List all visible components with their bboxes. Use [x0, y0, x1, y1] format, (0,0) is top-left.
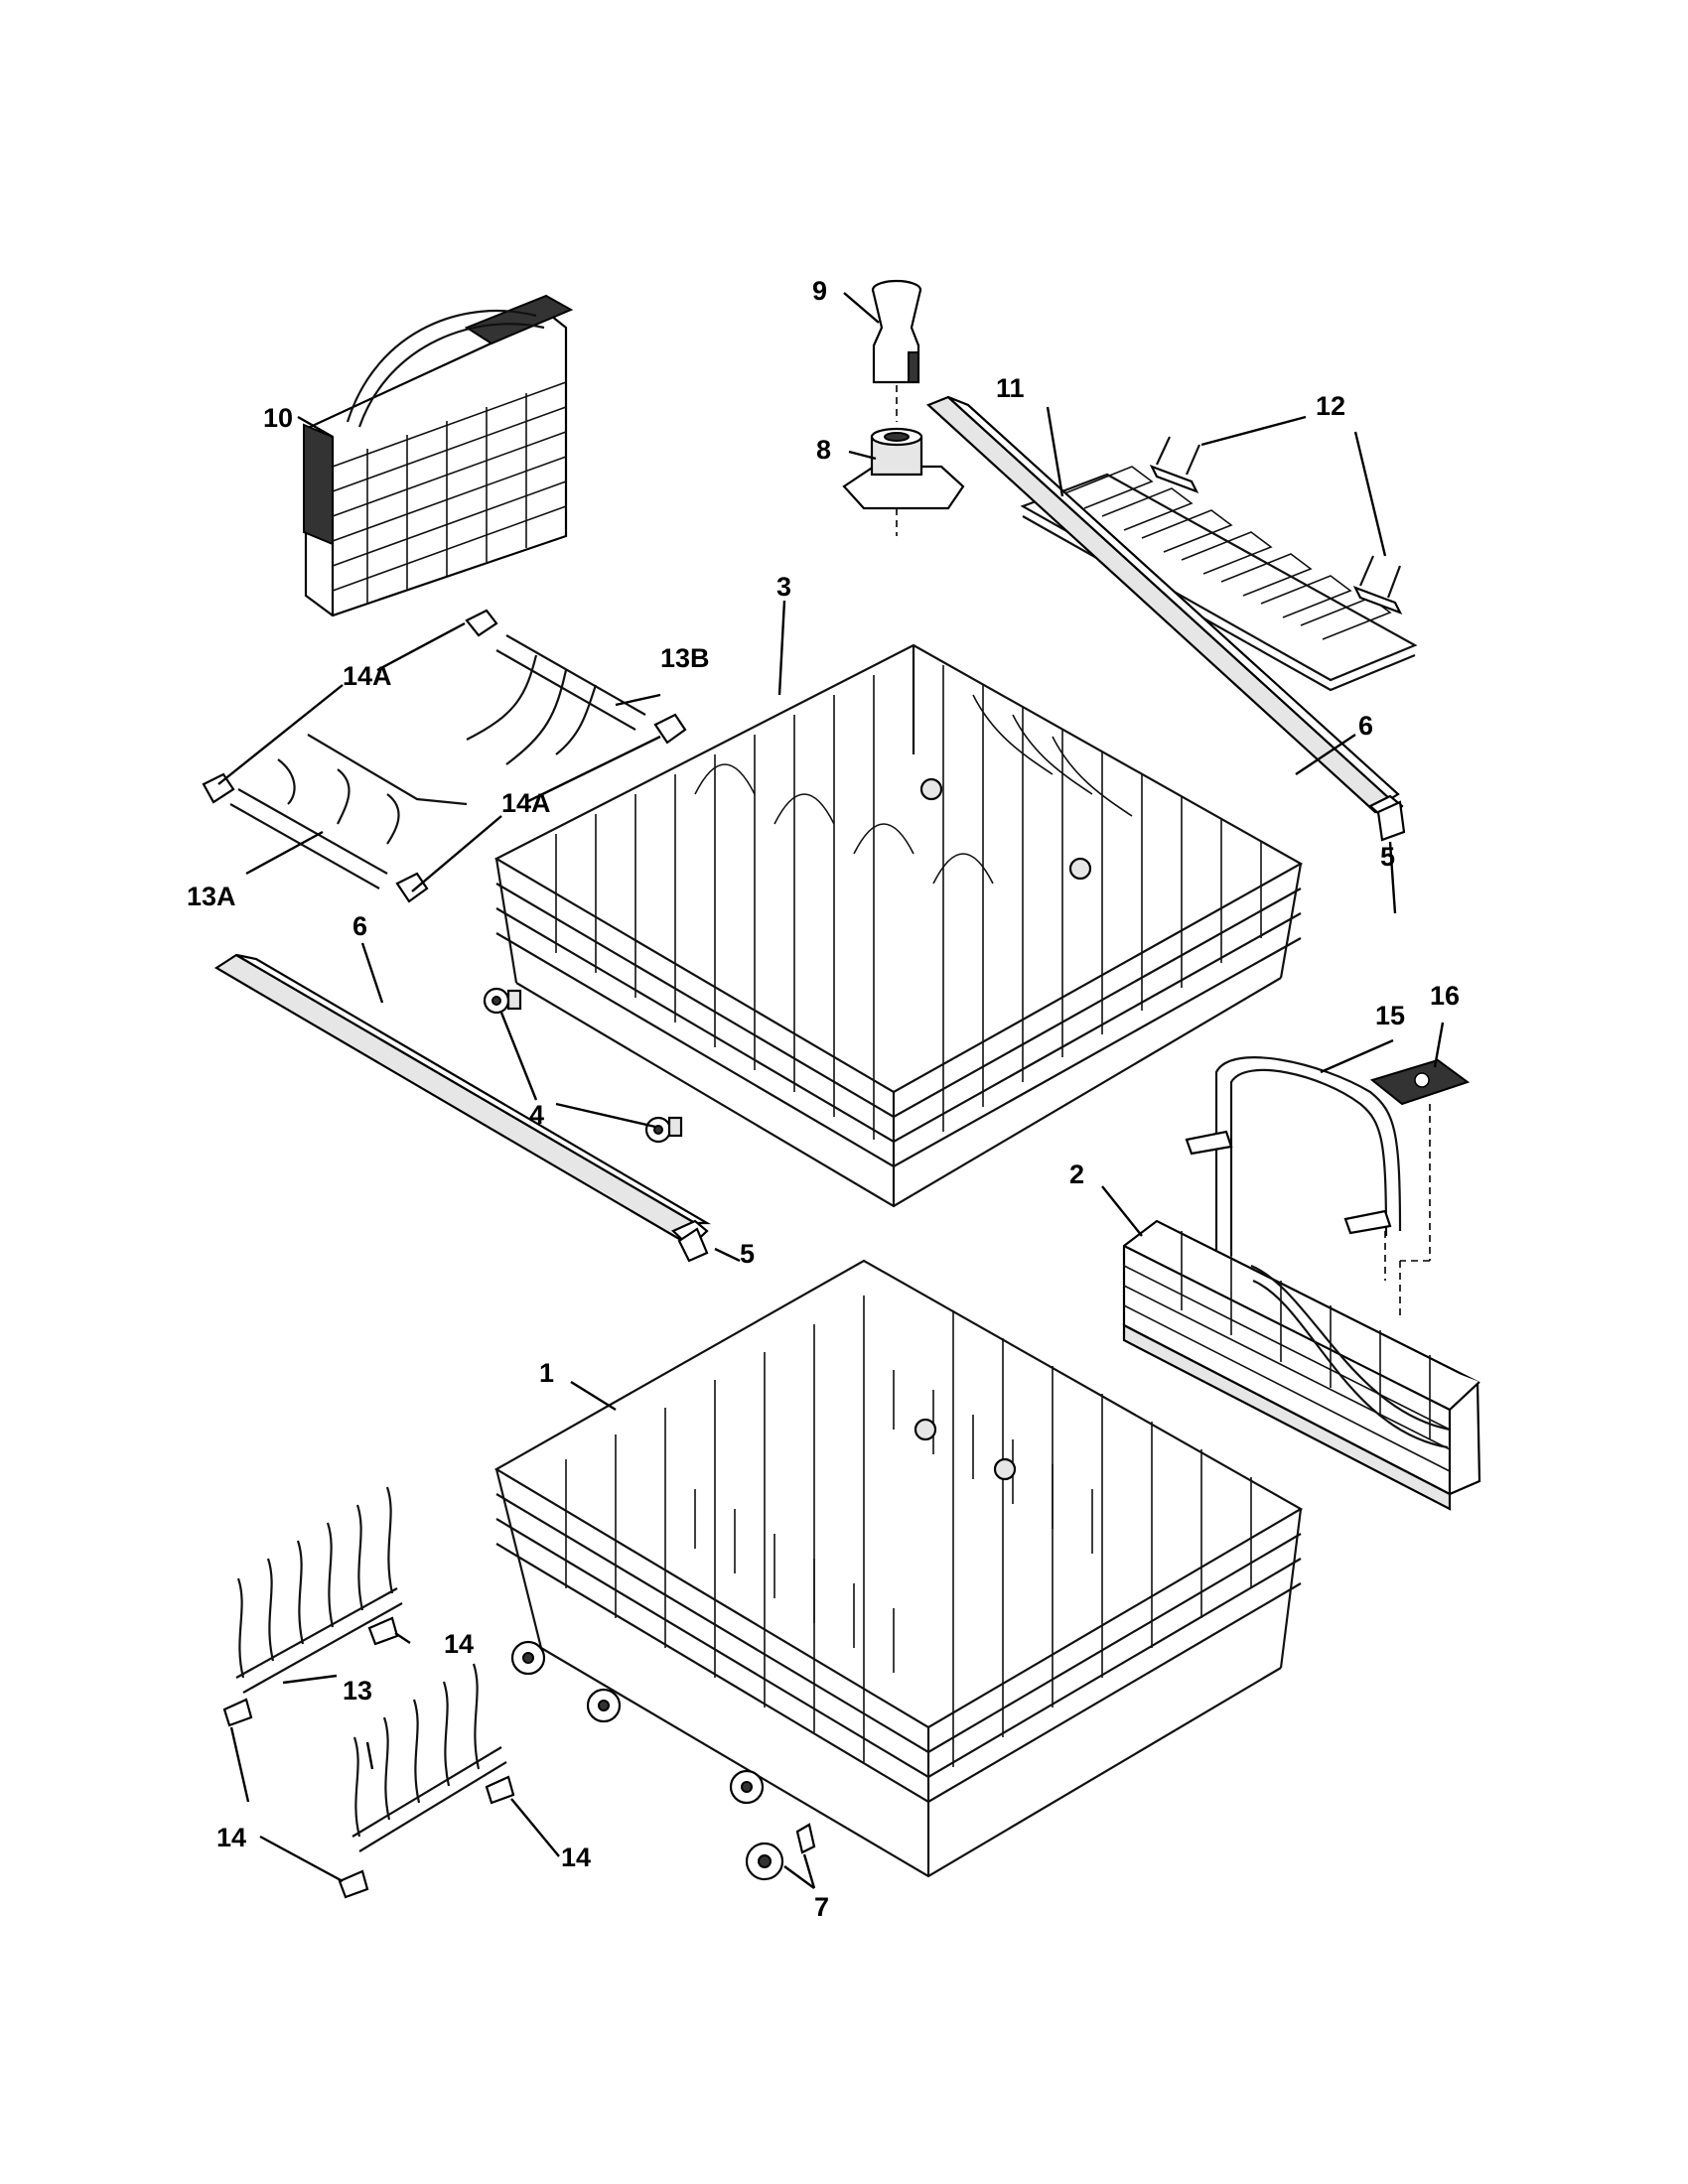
part-2-silverware-basket — [1122, 1219, 1481, 1511]
callout-1: 1 — [539, 1358, 554, 1388]
part-12-shelf-clip-b — [1352, 555, 1403, 615]
part-3-upper-rack — [493, 643, 1304, 1208]
part-8-manifold — [842, 427, 965, 510]
part-13-tine-row-a — [235, 1486, 403, 1694]
part-7-axle-clip — [795, 1823, 816, 1854]
callout-15: 15 — [1375, 1001, 1405, 1030]
part-5-end-cap-upper — [1376, 800, 1406, 842]
part-14a-clip-d — [395, 872, 429, 903]
callout-6-right: 6 — [1358, 711, 1373, 741]
lower-rack-wheel-a — [510, 1640, 546, 1676]
part-10-silverware-basket — [303, 294, 574, 617]
part-11-cup-shelf — [1020, 466, 1418, 692]
part-5-end-cap-lower — [677, 1227, 709, 1263]
part-13a-tine-rack — [229, 734, 468, 889]
part-14a-clip-c — [202, 772, 235, 804]
part-6-upper-rail-right — [925, 395, 1404, 824]
callout-2: 2 — [1069, 1160, 1084, 1189]
callout-7: 7 — [814, 1892, 829, 1922]
part-4-rack-wheel-a — [483, 987, 522, 1015]
part-4-rack-wheel-b — [644, 1116, 683, 1144]
part-9-nozzle — [871, 279, 922, 384]
callout-14-top: 14 — [444, 1629, 474, 1659]
part-12-shelf-clip-a — [1149, 436, 1201, 494]
callout-14a-lower: 14A — [501, 788, 551, 818]
callout-6-left: 6 — [352, 911, 367, 941]
leader-lines — [217, 292, 1445, 1889]
callout-16: 16 — [1430, 981, 1460, 1011]
callout-8: 8 — [816, 435, 831, 465]
callout-13: 13 — [343, 1676, 372, 1706]
part-14-clip-b — [222, 1698, 253, 1727]
callout-5-right: 5 — [1380, 842, 1395, 872]
lower-rack-wheel-b — [586, 1688, 622, 1723]
callout-3: 3 — [776, 572, 791, 602]
callout-10: 10 — [263, 403, 293, 433]
callout-13b: 13B — [660, 643, 710, 673]
part-14-clip-c — [485, 1775, 515, 1805]
part-14-clip-a — [367, 1616, 399, 1646]
callout-14-left: 14 — [216, 1823, 246, 1852]
part-1-lower-rack — [493, 1259, 1304, 1878]
callout-4: 4 — [529, 1100, 544, 1130]
part-13-tine-row-b — [352, 1663, 507, 1852]
callout-12: 12 — [1316, 391, 1345, 421]
part-7-wheel — [745, 1842, 784, 1881]
callout-11: 11 — [996, 373, 1025, 403]
part-14a-clip-a — [465, 609, 498, 637]
callout-14-right: 14 — [561, 1843, 591, 1872]
callout-14a-upper: 14A — [343, 661, 392, 691]
part-15-basket-handle — [1185, 1056, 1402, 1256]
callout-9: 9 — [812, 276, 827, 306]
callout-5-left: 5 — [740, 1239, 755, 1269]
callout-13a: 13A — [187, 882, 236, 911]
part-13b-tine-rack — [466, 634, 646, 765]
part-14-clip-d — [338, 1869, 369, 1899]
part-16-basket-cover — [1369, 1058, 1471, 1106]
part-6-left-rail — [213, 953, 712, 1249]
part-14a-clip-b — [653, 713, 687, 745]
lower-rack-wheel-c — [729, 1769, 765, 1805]
